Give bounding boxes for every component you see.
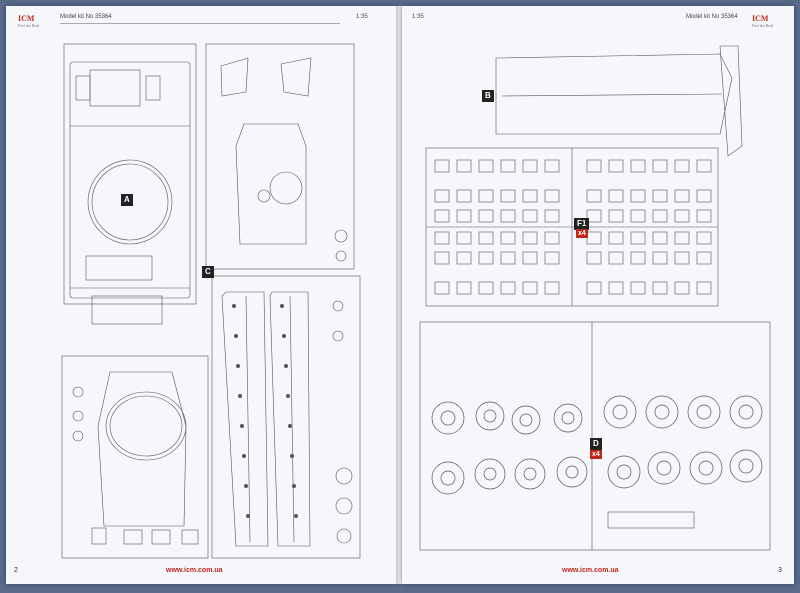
sprue-label-f1: F1: [574, 218, 590, 230]
right-sprue-drawings: [419, 45, 771, 551]
icm-logo: ICM Feel the Real: [752, 14, 774, 28]
icm-logo: ICM Feel the Real: [18, 14, 40, 28]
page-number: 2: [14, 567, 18, 574]
kit-number-label: Model kit No 35364: [60, 14, 112, 20]
quantity-badge-f1: x4: [576, 229, 588, 238]
book-gutter: [396, 6, 404, 584]
page-number: 3: [778, 567, 782, 574]
footer-url-link[interactable]: www.icm.com.ua: [562, 567, 619, 574]
footer-url-link[interactable]: www.icm.com.ua: [166, 567, 223, 574]
quantity-badge-d: x4: [590, 450, 602, 459]
right-page: 1:35 Model kit No 35364 ICM Feel the Rea…: [402, 6, 794, 584]
kit-number-label: Model kit No 35364: [686, 14, 738, 20]
sprue-label-d: D: [590, 438, 602, 450]
sprue-label-b: B: [482, 90, 494, 102]
scale-label: 1:35: [412, 14, 424, 20]
left-page: ICM Feel the Real Model kit No 35364 1:3…: [6, 6, 398, 584]
sprue-label-c: C: [202, 266, 214, 278]
sprue-label-a: A: [121, 194, 133, 206]
scale-label: 1:35: [356, 14, 368, 20]
left-sprue-drawings: [61, 43, 361, 559]
